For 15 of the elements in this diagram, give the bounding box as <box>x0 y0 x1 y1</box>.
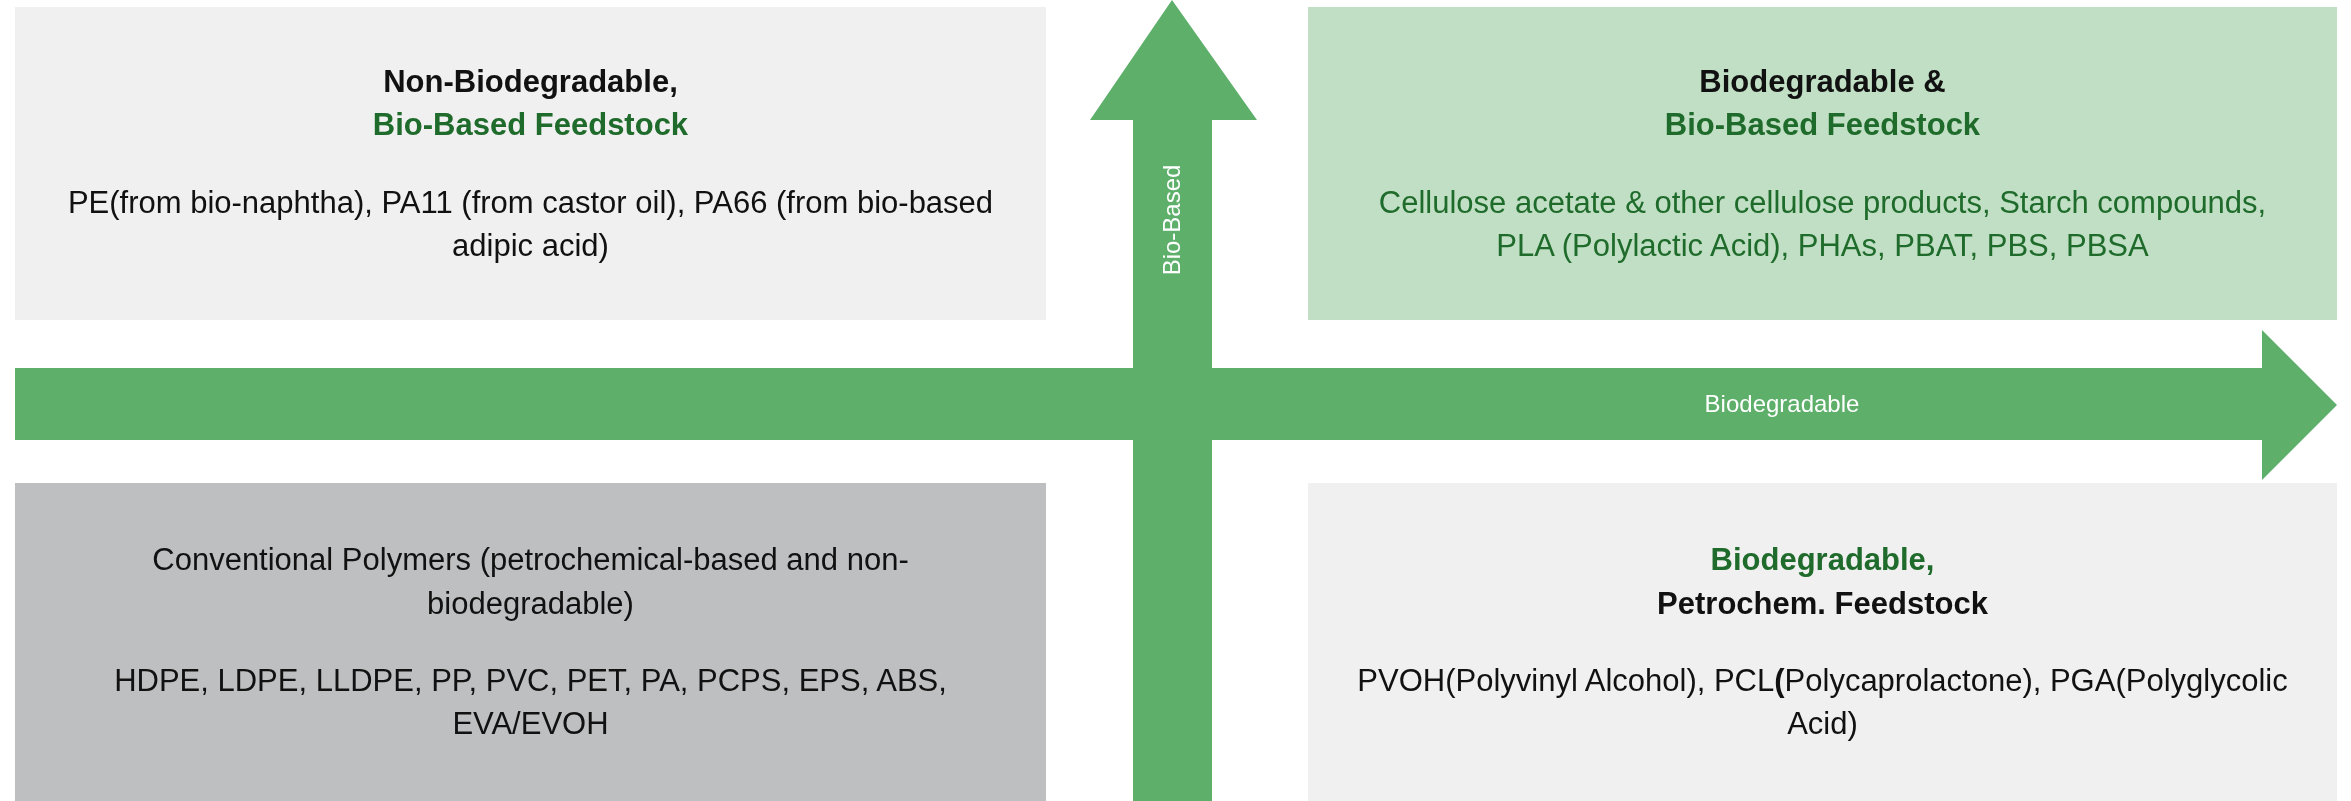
quadrant-heading: Petrochem. Feedstock <box>1657 584 1988 623</box>
axis-label: Biodegradable <box>1704 390 1860 418</box>
axis-label: Bio-Based <box>1158 164 1186 276</box>
quadrant-heading: Conventional Polymers (petrochemical-based and non-biodegradable) <box>151 541 910 623</box>
quadrant-heading: Bio-Based Feedstock <box>1664 106 1981 145</box>
quadrant-panel <box>15 483 1046 801</box>
quadrant-heading: Non-Biodegradable, <box>383 62 678 101</box>
polymer-list: Cellulose acetate & other cellulose products, Starch compounds, PLA (Polylactic Acid), PHAs, PBAT, PBS, PBSA <box>1348 180 2297 268</box>
polymer-list: PE(from bio-naphtha), PA11 (from castor oil), PA66 (from bio-based adipic acid) <box>55 180 1006 268</box>
quadrant-heading: Biodegradable & <box>1699 62 1946 101</box>
quadrant-panel <box>1308 7 2337 320</box>
quadrant-heading: Bio-Based Feedstock <box>372 106 689 145</box>
polymer-list: HDPE, LDPE, LLDPE, PP, PVC, PET, PA, PCPS, EPS, ABS, EVA/EVOH <box>55 659 1006 746</box>
polymer-list: PVOH(Polyvinyl Alcohol), PCL(Polycaprolactone), PGA(Polyglycolic Acid) <box>1348 659 2297 746</box>
quadrant-heading: Biodegradable, <box>1710 541 1935 580</box>
